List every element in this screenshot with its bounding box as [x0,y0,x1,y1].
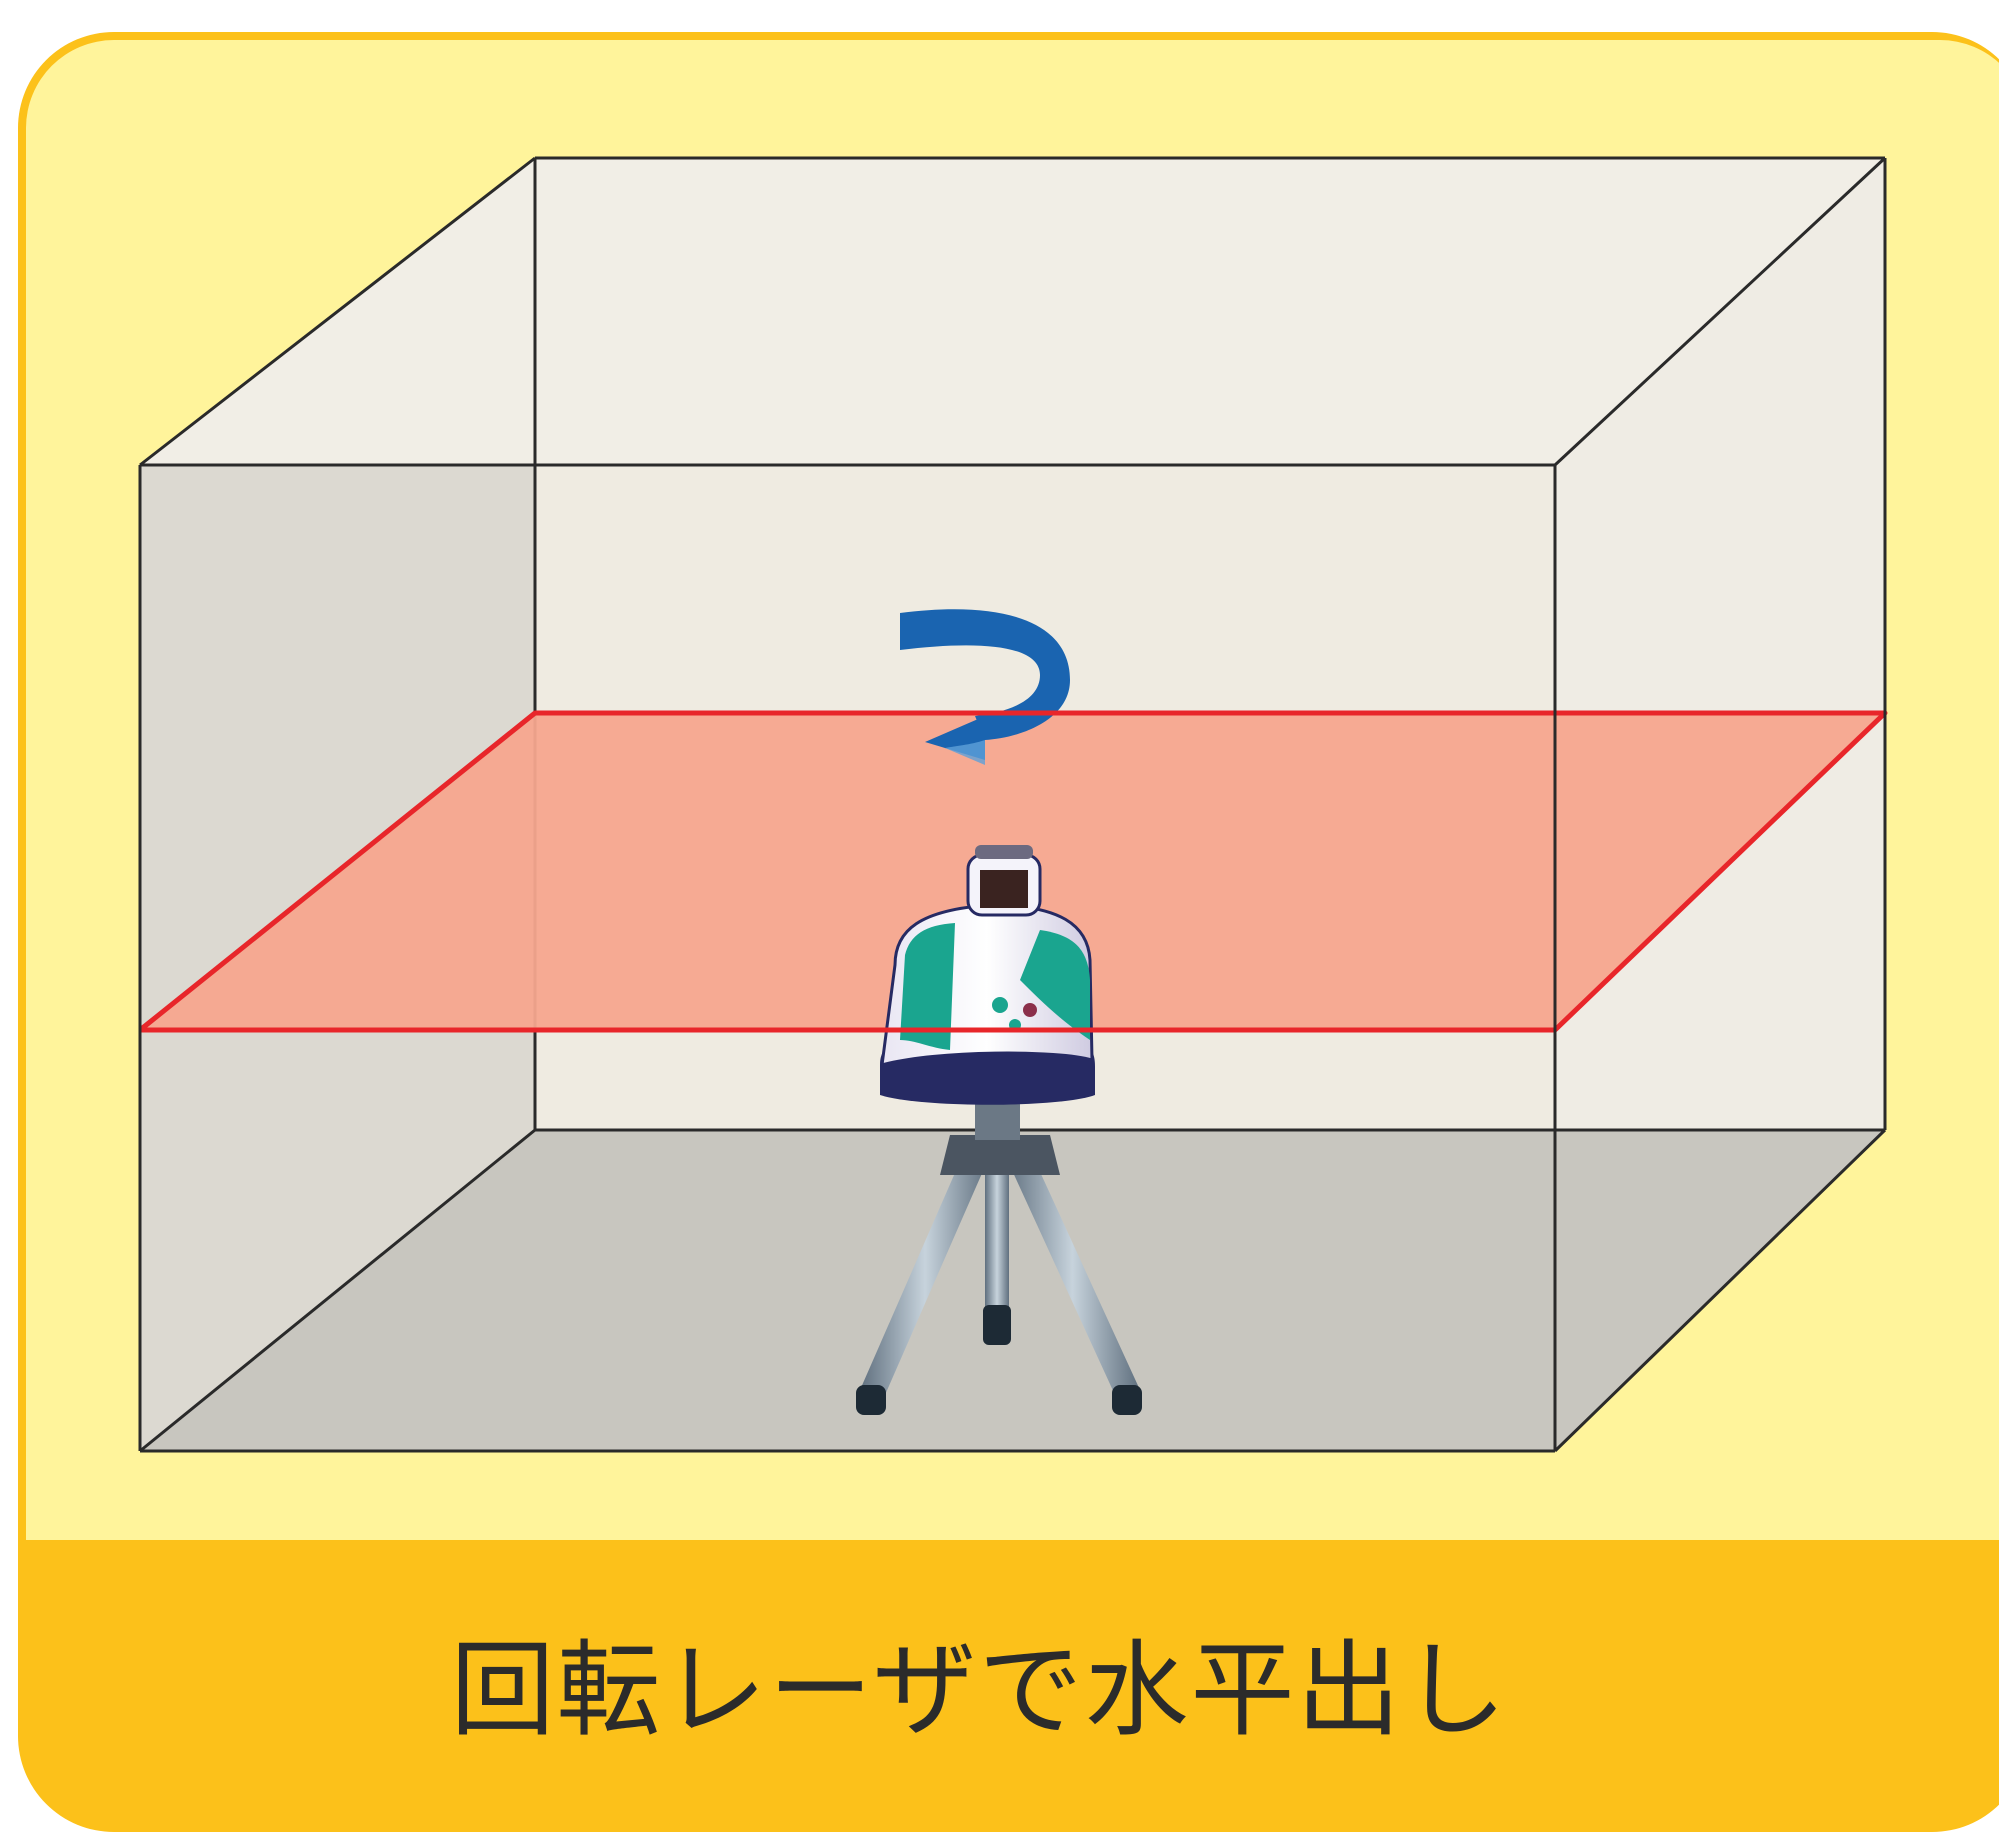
rotary-laser-level-icon [880,845,1095,1105]
rotation-arrow-icon [900,609,1070,765]
floor [140,1130,1885,1451]
caption-text: 回転レーザで水平出し [450,1628,1509,1751]
left-wall [140,158,535,1451]
ceiling [140,158,1885,465]
tripod-icon [856,1095,1142,1415]
